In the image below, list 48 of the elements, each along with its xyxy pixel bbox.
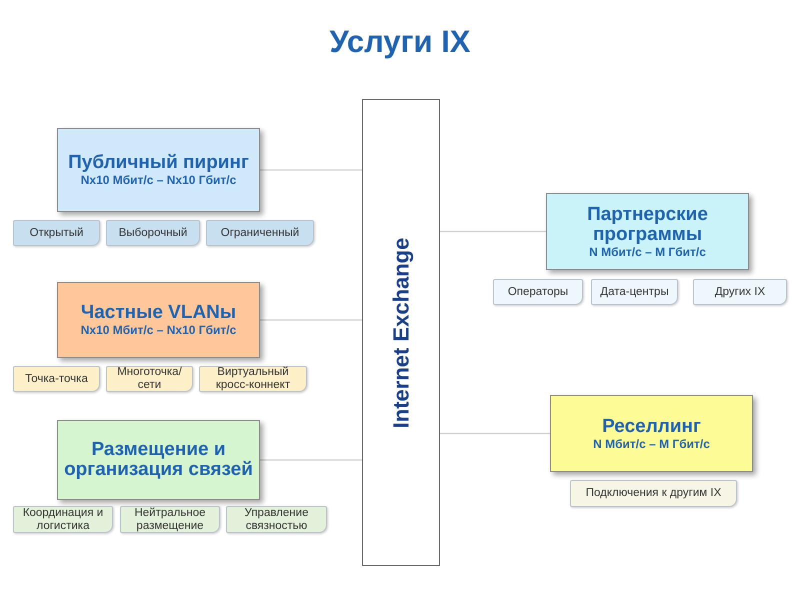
option-tab [493,279,583,305]
option-label: Других IX [714,286,766,298]
vertical-label: Internet Exchange [388,237,414,428]
option-tab [206,220,314,246]
option-tab [106,366,193,392]
option-tab [120,506,220,533]
service-title: Размещение и организация связей [63,440,254,480]
service-box [550,395,753,472]
option-label: Операторы [508,286,568,298]
option-tab [570,480,737,507]
service-box [57,420,260,500]
option-label: Подключения к другим IX [586,487,722,500]
connector-line [260,459,362,461]
option-tab [13,366,100,392]
title: Услуги IX [328,24,472,60]
option-tab [106,220,200,246]
exchange-bar [362,99,440,566]
service-box [57,282,260,358]
option-label: Дата-центры [600,286,669,298]
option-tab [199,366,307,392]
option-tab [226,506,327,533]
option-tab [13,506,113,533]
option-label: Координация и логистика [22,506,104,532]
option-label: Выборочный [118,226,188,240]
speed-range: N Мбит/с – M Гбит/с [593,436,710,450]
speed-range: Nx10 Мбит/с – Nx10 Гбит/с [80,173,236,187]
service-title: Реселлинг [602,416,701,436]
service-title: Партнерские программы [586,204,709,244]
option-tab [693,279,787,305]
option-label: Открытый [30,226,84,240]
speed-range: Nx10 Мбит/с – Nx10 Гбит/с [80,323,236,337]
service-title: Частные VLANы [80,303,236,323]
service-box [546,193,749,270]
option-label: Управление связностью [244,506,310,532]
connector-line [440,230,546,232]
option-tab [13,220,100,246]
option-label: Виртуальный кросс-коннект [214,366,292,392]
connector-line [260,319,362,321]
option-tab [591,279,678,305]
option-label: Многоточка/ сети [116,366,183,392]
option-label: Ограниченный [220,226,300,240]
connector-line [440,432,550,434]
option-label: Нейтральное размещение [133,506,207,532]
service-title: Публичный пиринг [68,153,249,173]
option-label: Точка-точка [25,372,88,386]
connector-line [260,169,362,171]
speed-range: N Мбит/с – M Гбит/с [589,244,706,258]
service-box [57,128,260,212]
